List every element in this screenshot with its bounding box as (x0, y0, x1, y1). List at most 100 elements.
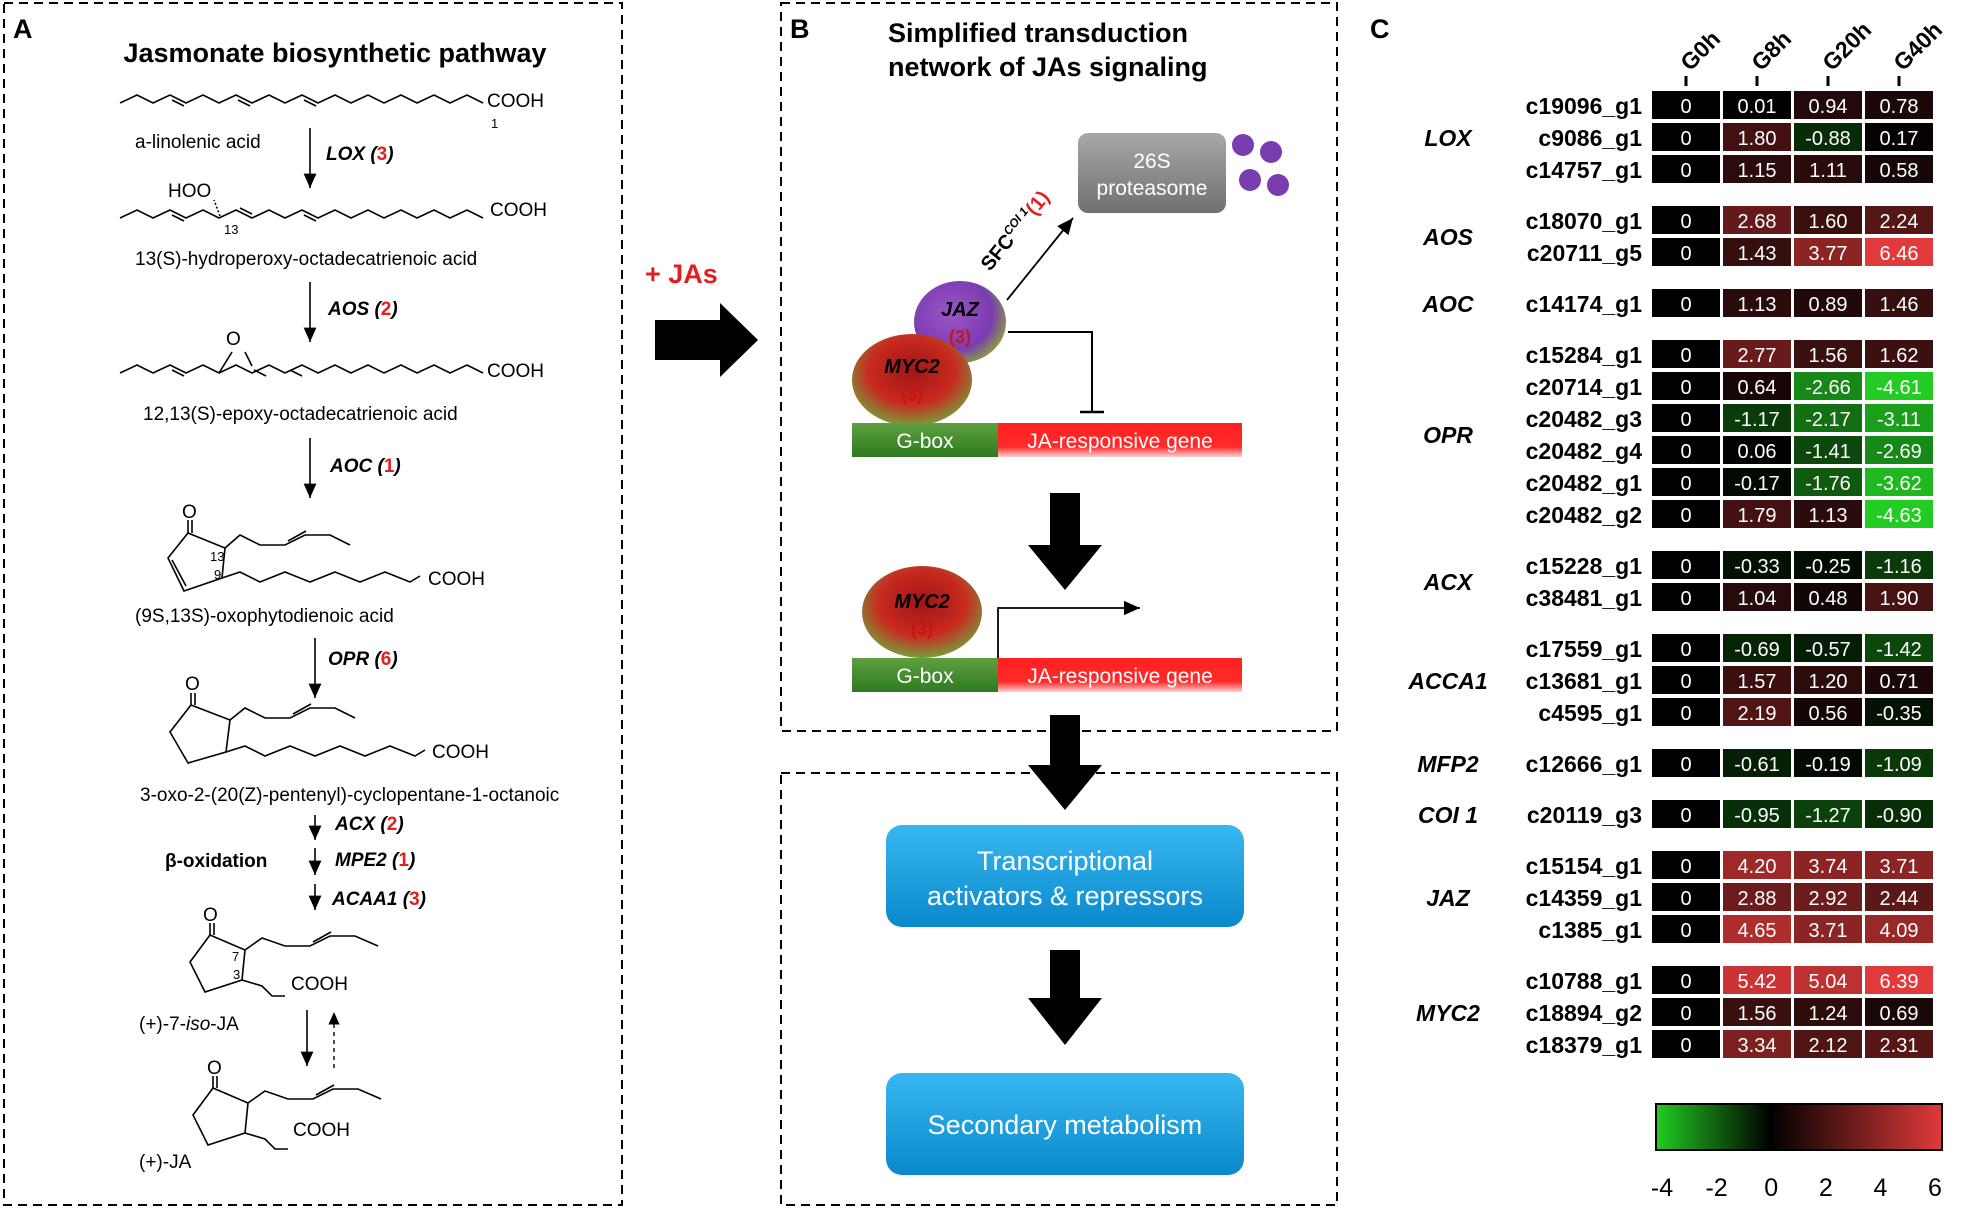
secondary-metabolism-label: Secondary metabolism (928, 1110, 1203, 1140)
heatmap-cell-value: 4.65 (1738, 920, 1777, 942)
gene-family-label: COI 1 (1418, 802, 1478, 828)
gene-id-label: c20711_g5 (1527, 240, 1642, 266)
heatmap-cell-value: -2.17 (1805, 409, 1851, 431)
gene-id-label: c20482_g3 (1526, 406, 1642, 432)
heatmap-cell (1794, 698, 1862, 726)
enzyme-opr: OPR (6) (328, 649, 398, 670)
gene-id-label: c14359_g1 (1526, 885, 1643, 911)
heatmap-cell (1652, 883, 1720, 911)
heatmap-cell-value: 0 (1680, 556, 1691, 578)
heatmap-cell (1794, 800, 1862, 828)
gene-id-label: c15154_g1 (1526, 853, 1643, 879)
heatmap-cell (1794, 998, 1862, 1026)
heatmap-cell (1652, 289, 1720, 317)
heatmap-cell-value: 0 (1680, 754, 1691, 776)
heatmap-cell (1865, 500, 1933, 528)
heatmap-cell (1723, 500, 1791, 528)
heatmap-cell (1865, 749, 1933, 777)
big-right-arrow (655, 303, 758, 377)
heatmap-cell-value: 0 (1680, 345, 1691, 367)
heatmap-cell-value: 0 (1680, 243, 1691, 265)
heatmap-cell (1652, 634, 1720, 662)
heatmap-cell (1652, 340, 1720, 368)
cooh-label: COOH (432, 742, 489, 763)
cooh-label: COOH (428, 569, 485, 590)
heatmap-cell (1723, 749, 1791, 777)
heatmap-cell-value: 1.56 (1809, 345, 1848, 367)
heatmap-cell (1794, 500, 1862, 528)
gene-family-label: MYC2 (1416, 1000, 1480, 1026)
gene-family-label: AOS (1422, 224, 1474, 250)
cooh-label: COOH (487, 91, 544, 112)
scale-tick-label: 2 (1819, 1174, 1833, 1202)
hoo-label: HOO (168, 181, 211, 202)
panel-a-letter: A (13, 14, 33, 44)
gene-id-label: c13681_g1 (1526, 668, 1643, 694)
ja-gene-label: JA-responsive gene (1027, 665, 1213, 688)
compound-linolenic: a-linolenic acid (135, 132, 261, 153)
scale-tick-label: -2 (1705, 1174, 1727, 1202)
down-arrow (1028, 950, 1102, 1045)
heatmap-cell (1723, 123, 1791, 151)
gene-id-label: c20482_g2 (1526, 502, 1642, 528)
heatmap-cell-value: 0.89 (1809, 294, 1848, 316)
heatmap-cell-value: 0 (1680, 588, 1691, 610)
heatmap-cell-value: 0 (1680, 128, 1691, 150)
heatmap-cell (1865, 206, 1933, 234)
gene-family-label: JAZ (1426, 885, 1470, 911)
heatmap-cell-value: -3.62 (1876, 473, 1922, 495)
gene-id-label: c15284_g1 (1526, 342, 1643, 368)
heatmap-cell (1794, 966, 1862, 994)
heatmap-cell (1794, 634, 1862, 662)
gbox-label: G-box (896, 430, 954, 453)
carbon-9-label: 9 (214, 567, 221, 582)
heatmap-cell-value: 1.24 (1809, 1003, 1848, 1025)
heatmap-cell-value: 1.13 (1809, 505, 1848, 527)
carbon-1-label: 1 (491, 116, 498, 131)
heatmap-cell (1794, 123, 1862, 151)
ja-gene-element (998, 423, 1242, 457)
heatmap-cell (1794, 468, 1862, 496)
heatmap-cell-value: -1.16 (1876, 556, 1922, 578)
heatmap-cell (1723, 800, 1791, 828)
heatmap-cell (1794, 749, 1862, 777)
proteasome-dot (1232, 134, 1254, 156)
panel-b-title-line2: network of JAs signaling (888, 52, 1208, 82)
heatmap-cell-value: -0.57 (1805, 639, 1851, 661)
heatmap-cell-value: 2.92 (1809, 888, 1848, 910)
heatmap-cell-value: -1.42 (1876, 639, 1922, 661)
heatmap-cell (1652, 966, 1720, 994)
heatmap-cell (1652, 155, 1720, 183)
heatmap-cell-value: 1.04 (1738, 588, 1777, 610)
panel-b-letter: B (790, 14, 810, 44)
heatmap-cell (1652, 436, 1720, 464)
gene-id-label: c1385_g1 (1538, 917, 1642, 943)
heatmap-cell-value: 0.01 (1738, 96, 1777, 118)
heatmap-cell-value: 0 (1680, 473, 1691, 495)
heatmap-cell-value: 2.44 (1880, 888, 1919, 910)
heatmap-cell (1723, 206, 1791, 234)
gene-id-label: c20482_g4 (1526, 438, 1643, 464)
heatmap-cell (1652, 998, 1720, 1026)
heatmap-cell-value: 1.57 (1738, 671, 1777, 693)
heatmap-cell-value: 2.88 (1738, 888, 1777, 910)
carbon-13-label: 13 (224, 222, 238, 237)
heatmap-cell-value: 0 (1680, 671, 1691, 693)
heatmap-cell-value: 0.56 (1809, 703, 1848, 725)
heatmap-cell-value: 1.15 (1738, 160, 1777, 182)
heatmap-cell (1794, 289, 1862, 317)
heatmap-cell (1794, 851, 1862, 879)
ja-structure (192, 1076, 382, 1150)
epoxy-structure (119, 351, 484, 377)
heatmap-cell (1865, 91, 1933, 119)
heatmap-cell (1794, 238, 1862, 266)
heatmap-cell (1652, 1030, 1720, 1058)
heatmap-cell-value: -0.33 (1734, 556, 1780, 578)
